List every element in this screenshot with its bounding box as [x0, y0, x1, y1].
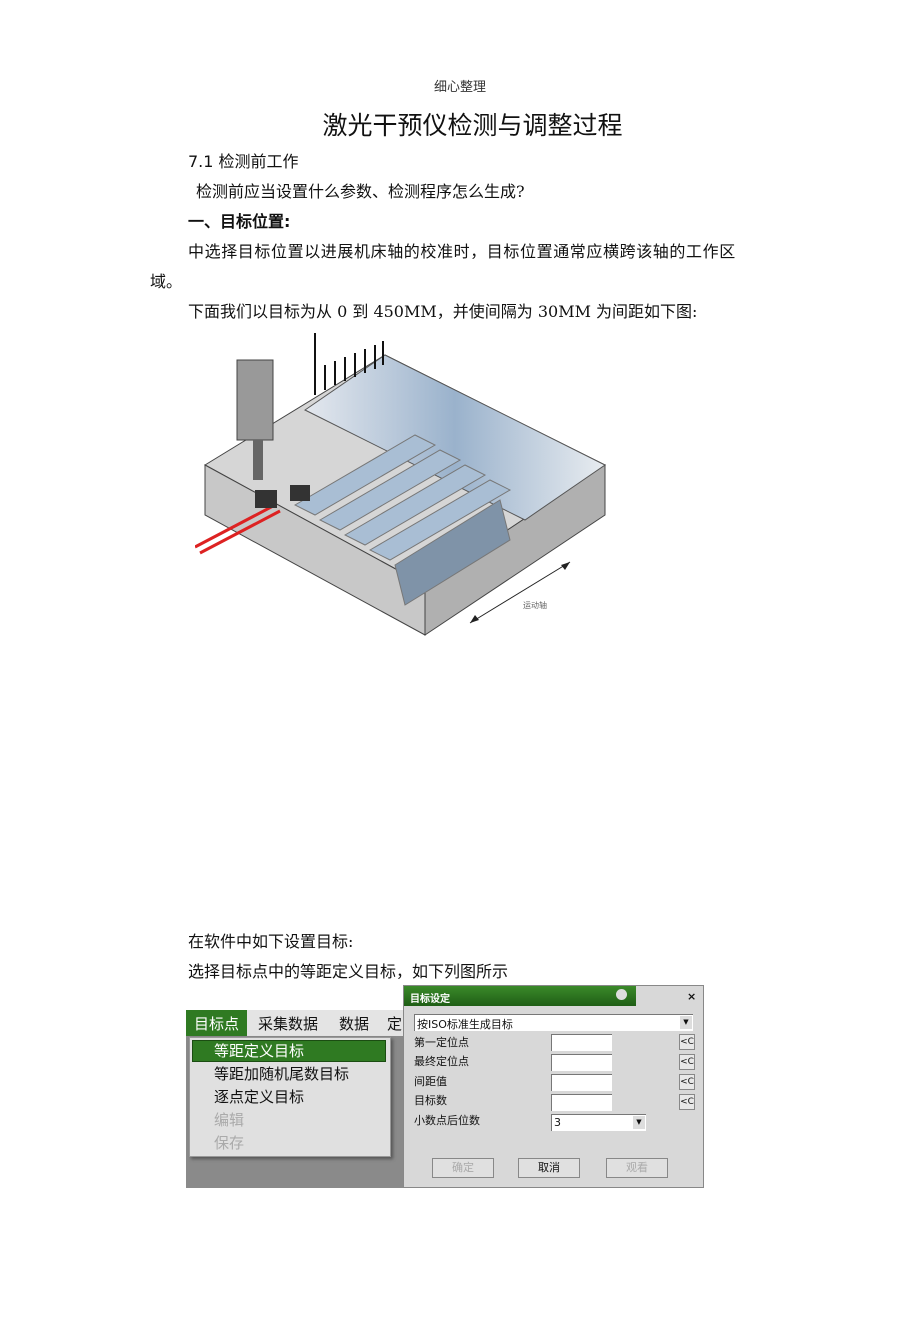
- menu-define[interactable]: 定: [387, 1015, 403, 1033]
- help-icon[interactable]: [616, 989, 627, 1000]
- menu-data[interactable]: 数据: [339, 1015, 370, 1033]
- figure-axis-label: 运动轴: [523, 600, 547, 610]
- menu-target-points[interactable]: 目标点: [186, 1010, 247, 1036]
- question-text: 检测前应当设置什么参数、检测程序怎么生成?: [196, 182, 525, 201]
- fetch-spacing-button[interactable]: <C: [679, 1074, 695, 1090]
- menu-item-equidistant[interactable]: 等距定义目标: [214, 1042, 305, 1060]
- first-position-label: 第一定位点: [414, 1036, 469, 1049]
- close-button[interactable]: ×: [687, 990, 697, 1003]
- menu-item-edit[interactable]: 编辑: [214, 1111, 245, 1129]
- page-header: 细心整理: [433, 80, 486, 95]
- menu-item-equidistant-random[interactable]: 等距加随机尾数目标: [214, 1065, 350, 1083]
- chevron-down-icon: ▼: [633, 1116, 645, 1129]
- cancel-button[interactable]: 取消: [518, 1158, 580, 1178]
- spacing-label: 间距值: [414, 1075, 447, 1088]
- last-position-input[interactable]: [551, 1054, 612, 1071]
- heading-target-position: 一、目标位置:: [188, 212, 291, 231]
- dialog-titlebar: 目标设定: [404, 986, 636, 1006]
- menu-collect-data[interactable]: 采集数据: [258, 1015, 319, 1033]
- section-heading: 7.1 检测前工作: [188, 152, 299, 171]
- paragraph-1: 中选择目标位置以进展机床轴的校准时，目标位置通常应横跨该轴的工作区: [188, 242, 736, 261]
- menu-bar: 目标点 采集数据 数据 定: [186, 1010, 403, 1036]
- paragraph-4: 选择目标点中的等距定义目标，如下列图所示: [188, 962, 509, 981]
- fetch-last-button[interactable]: <C: [679, 1054, 695, 1070]
- menu-item-save[interactable]: 保存: [214, 1134, 245, 1152]
- menu-screenshot: 目标点 采集数据 数据 定 等距定义目标 等距加随机尾数目标 逐点定义目标 编辑…: [186, 1010, 403, 1188]
- mode-select[interactable]: 按ISO标准生成目标▼: [414, 1014, 693, 1031]
- target-count-input[interactable]: [551, 1094, 612, 1111]
- first-position-input[interactable]: [551, 1034, 612, 1051]
- chevron-down-icon: ▼: [680, 1016, 692, 1029]
- target-points-dropdown: 等距定义目标 等距加随机尾数目标 逐点定义目标 编辑 保存: [189, 1037, 391, 1157]
- machine-illustration: 运动轴: [195, 333, 606, 636]
- paragraph-2: 下面我们以目标为从 0 到 450MM，并使间隔为 30MM 为间距如下图:: [188, 302, 698, 321]
- target-count-label: 目标数: [414, 1094, 447, 1107]
- menu-item-point-by-point[interactable]: 逐点定义目标: [214, 1088, 305, 1106]
- paragraph-3: 在软件中如下设置目标:: [188, 932, 354, 951]
- decimals-label: 小数点后位数: [414, 1114, 480, 1127]
- fetch-first-button[interactable]: <C: [679, 1034, 695, 1050]
- last-position-label: 最终定位点: [414, 1055, 469, 1068]
- decimals-select[interactable]: 3▼: [551, 1114, 646, 1131]
- paragraph-1-cont: 域。: [150, 272, 183, 291]
- ok-button[interactable]: 确定: [432, 1158, 494, 1178]
- view-button[interactable]: 观看: [606, 1158, 668, 1178]
- dialog-title: 目标设定: [410, 994, 450, 1005]
- spacing-input[interactable]: [551, 1074, 612, 1091]
- doc-title: 激光干预仪检测与调整过程: [322, 111, 623, 140]
- target-settings-dialog: 目标设定 × 按ISO标准生成目标▼ 第一定位点 最终定位点 间距值 目标数 小…: [403, 985, 704, 1188]
- fetch-count-button[interactable]: <C: [679, 1094, 695, 1110]
